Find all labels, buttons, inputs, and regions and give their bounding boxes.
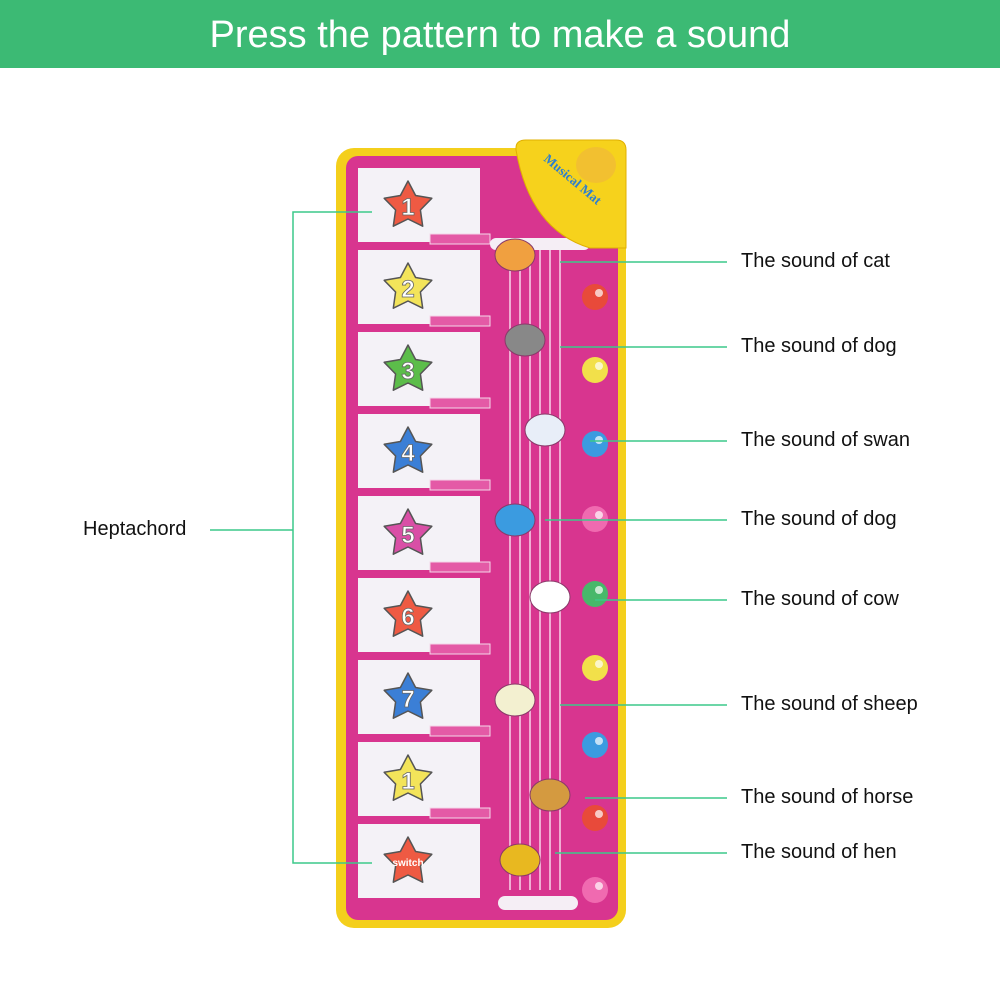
key-divider	[429, 807, 491, 819]
sound-button	[582, 805, 608, 831]
button-highlight	[595, 660, 603, 668]
sound-button	[582, 655, 608, 681]
animal-icon	[499, 843, 541, 877]
button-highlight	[595, 737, 603, 745]
button-highlight	[595, 586, 603, 594]
button-highlight	[595, 882, 603, 890]
key-star-icon	[383, 836, 433, 883]
button-highlight	[595, 810, 603, 818]
key-number-label: 6	[401, 604, 414, 631]
key-divider	[429, 479, 491, 491]
key-star-icon	[383, 262, 433, 309]
key-star-icon	[383, 590, 433, 637]
key-number-label: 1	[401, 194, 414, 221]
sound-button	[582, 357, 608, 383]
key-divider	[429, 643, 491, 655]
callout-label: The sound of horse	[741, 786, 914, 808]
key-number-label: 7	[401, 686, 414, 713]
key-star-icon	[383, 672, 433, 719]
animal-icon	[504, 323, 546, 357]
key-number-label: 3	[401, 358, 414, 385]
callout-label: The sound of dog	[741, 335, 897, 357]
button-highlight	[595, 436, 603, 444]
key-divider	[429, 725, 491, 737]
key-star-icon	[383, 344, 433, 391]
key-number-label: 5	[401, 522, 414, 549]
animal-icon	[529, 580, 571, 614]
page-title: Press the pattern to make a sound	[0, 0, 1000, 68]
key-star-icon	[383, 426, 433, 473]
key-star-icon	[383, 180, 433, 227]
key-divider	[429, 315, 491, 327]
sound-button	[582, 431, 608, 457]
key-number-label: 4	[401, 440, 415, 467]
button-highlight	[595, 289, 603, 297]
key-divider	[429, 397, 491, 409]
key-star-icon	[383, 754, 433, 801]
callout-label: The sound of sheep	[741, 693, 918, 715]
sound-button	[582, 284, 608, 310]
callout-label: The sound of swan	[741, 429, 910, 451]
button-highlight	[595, 362, 603, 370]
animal-icon	[524, 413, 566, 447]
callout-label: The sound of cat	[741, 250, 890, 272]
key-divider	[429, 561, 491, 573]
callout-label: The sound of hen	[741, 841, 897, 863]
sound-button	[582, 506, 608, 532]
animal-icon	[529, 778, 571, 812]
heptachord-label: Heptachord	[83, 518, 187, 540]
speaker-icon	[576, 147, 616, 183]
key-number-label: switch	[392, 858, 423, 869]
heptachord-bracket	[292, 211, 372, 864]
key-star-icon	[383, 508, 433, 555]
animal-icon	[494, 503, 536, 537]
animal-icon	[494, 683, 536, 717]
animal-icon	[494, 238, 536, 272]
sound-button	[582, 732, 608, 758]
sound-button	[582, 581, 608, 607]
key-number-label: 2	[401, 276, 414, 303]
staff-base	[498, 896, 578, 910]
button-highlight	[595, 511, 603, 519]
key-divider	[429, 233, 491, 245]
callout-label: The sound of cow	[741, 588, 899, 610]
sound-button	[582, 877, 608, 903]
key-number-label: 1	[401, 768, 414, 795]
callout-label: The sound of dog	[741, 508, 897, 530]
